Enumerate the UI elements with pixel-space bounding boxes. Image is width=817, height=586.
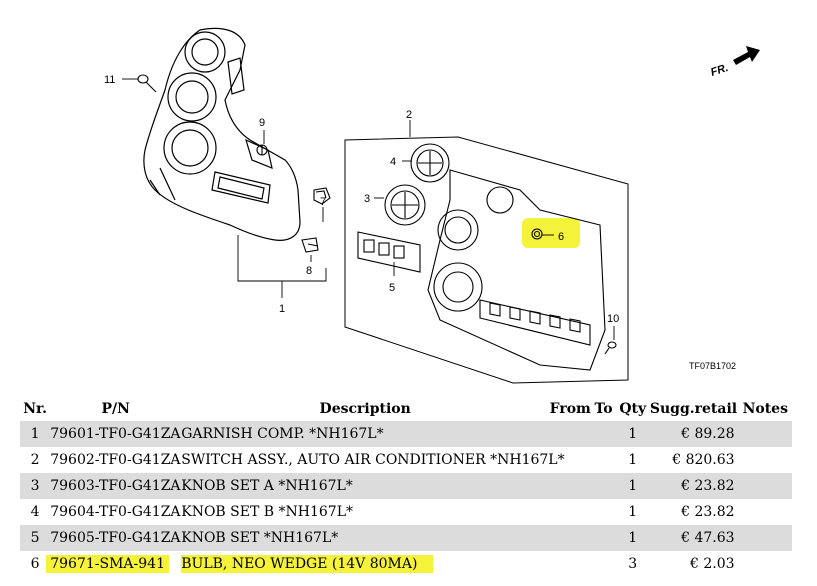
callout-11: 11 (104, 74, 115, 86)
parts-diagram: FR. 11 9 7 8 1 2 4 3 5 6 10 TF07B1702 (104, 27, 760, 384)
cell-retail: € 2.03 (690, 556, 735, 572)
table-row[interactable]: 3 79603-TF0-G41ZA KNOB SET A *NH167L* 1 … (20, 473, 792, 499)
cell-nr: 1 (20, 421, 51, 447)
callout-10: 10 (607, 313, 619, 325)
cell-retail: € 89.28 (649, 421, 739, 447)
cell-notes (739, 551, 792, 577)
table-row[interactable]: 5 79605-TF0-G41ZA KNOB SET *NH167L* 1 € … (20, 525, 792, 551)
header-notes: Notes (742, 401, 788, 417)
callout-6: 6 (558, 231, 564, 243)
cell-nr: 3 (20, 473, 51, 499)
front-direction-label: FR. (709, 62, 730, 79)
leader-lines (122, 78, 615, 340)
header-pn: P/N (101, 401, 130, 417)
cell-pn: 79601-TF0-G41ZA (50, 421, 182, 447)
cell-notes (739, 447, 792, 473)
cell-qty: 1 (615, 473, 650, 499)
header-nr: Nr. (23, 401, 47, 417)
callout-7: 7 (320, 196, 326, 208)
cell-from (549, 473, 592, 499)
cell-qty: 3 (628, 556, 638, 572)
callout-8: 8 (306, 265, 312, 277)
callout-3: 3 (364, 193, 370, 205)
cell-pn: 79603-TF0-G41ZA (50, 473, 182, 499)
callout-9: 9 (259, 117, 265, 129)
cell-pn: 79604-TF0-G41ZA (50, 504, 181, 520)
callout-5: 5 (389, 282, 395, 294)
cell-nr: 4 (30, 504, 40, 520)
cell-description: KNOB SET B *NH167L* (181, 504, 353, 520)
table-row[interactable]: 4 79604-TF0-G41ZA KNOB SET B *NH167L* 1 … (20, 499, 792, 525)
callout-1: 1 (279, 303, 285, 315)
cell-to (591, 473, 616, 499)
cell-notes (738, 421, 792, 447)
callout-4: 4 (390, 156, 396, 168)
cell-retail: € 820.63 (672, 452, 735, 468)
parts-table: Nr. P/N Description From To Qty Sugg.ret… (20, 397, 792, 577)
cell-pn: 79602-TF0-G41ZA (50, 452, 181, 468)
cell-from (549, 551, 591, 577)
table-row-highlighted[interactable]: 6 79671-SMA-941 BULB, NEO WEDGE (14V 80M… (20, 551, 792, 577)
cell-retail: € 23.82 (681, 504, 735, 520)
screw-part-11 (137, 74, 157, 93)
cell-description: SWITCH ASSY., AUTO AIR CONDITIONER *NH16… (181, 452, 565, 468)
cell-to (591, 421, 616, 447)
cell-notes (738, 473, 792, 499)
cell-qty: 1 (628, 504, 638, 520)
cell-pn: 79671-SMA-941 (46, 555, 169, 573)
header-description: Description (319, 401, 411, 417)
cell-description: KNOB SET *NH167L* (181, 525, 550, 551)
callout-numbers: 11 9 7 8 1 2 4 3 5 6 10 TF07B1702 (104, 74, 736, 371)
cell-description: BULB, NEO WEDGE (14V 80MA) (181, 555, 434, 573)
table-header-row: Nr. P/N Description From To Qty Sugg.ret… (20, 397, 792, 421)
switch-assy-part (357, 143, 617, 371)
cell-pn-wrap: 79671-SMA-941 (46, 551, 181, 577)
screw-part-9 (256, 144, 268, 156)
cell-to (591, 499, 615, 525)
cell-notes (739, 499, 792, 525)
cell-from (549, 421, 592, 447)
header-retail: Sugg.retail (649, 401, 738, 417)
cell-notes (738, 525, 792, 551)
switch-assy-frame (344, 136, 629, 384)
cell-retail: € 23.82 (649, 473, 739, 499)
cell-qty: 1 (628, 452, 638, 468)
clip-part-7 (313, 187, 331, 205)
cell-to (591, 551, 615, 577)
callout-6-highlight (522, 218, 580, 248)
cell-retail: € 47.63 (649, 525, 739, 551)
cell-description: KNOB SET A *NH167L* (181, 473, 550, 499)
front-direction-arrow: FR. (709, 46, 760, 79)
cell-description-wrap: BULB, NEO WEDGE (14V 80MA) (181, 551, 549, 577)
cell-to (591, 525, 616, 551)
garnish-part (143, 27, 301, 241)
header-to: To (594, 401, 613, 417)
table-row[interactable]: 1 79601-TF0-G41ZA GARNISH COMP. *NH167L*… (20, 421, 792, 447)
table-row[interactable]: 2 79602-TF0-G41ZA SWITCH ASSY., AUTO AIR… (20, 447, 792, 473)
cell-from (549, 525, 592, 551)
cell-to (591, 447, 615, 473)
cell-nr: 5 (20, 525, 51, 551)
cell-qty: 1 (615, 421, 650, 447)
header-from: From (549, 401, 591, 417)
cell-nr: 2 (30, 452, 40, 468)
header-qty: Qty (619, 401, 647, 417)
clip-part-8 (301, 237, 319, 253)
cell-qty: 1 (615, 525, 650, 551)
diagram-code: TF07B1702 (689, 361, 736, 371)
callout-2: 2 (406, 109, 412, 121)
cell-pn: 79605-TF0-G41ZA (50, 525, 182, 551)
cell-nr: 6 (30, 556, 40, 572)
cell-description: GARNISH COMP. *NH167L* (181, 421, 550, 447)
cell-from (549, 499, 591, 525)
